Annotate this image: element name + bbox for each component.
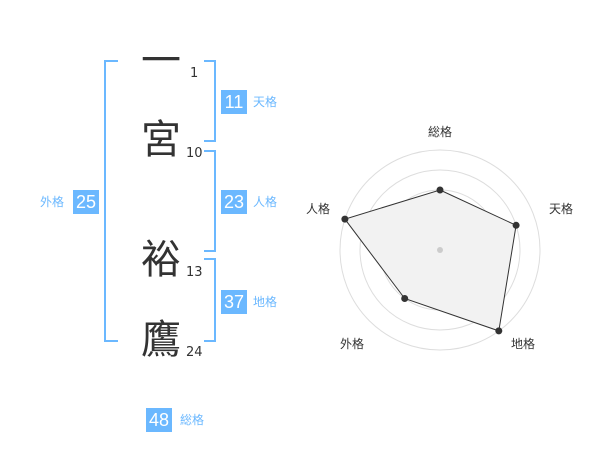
stroke-count-1: 1 <box>190 66 199 81</box>
stroke-count-2: 10 <box>186 146 203 161</box>
tenkaku-bracket <box>204 60 216 142</box>
chikaku-label: 地格 <box>253 295 278 309</box>
jinkaku-bracket <box>204 150 216 252</box>
radar-point-2 <box>512 221 520 229</box>
chikaku-bracket <box>204 258 216 342</box>
radar-point-1 <box>436 186 444 194</box>
radar-point-4 <box>401 295 409 302</box>
radar-center <box>437 247 443 253</box>
stroke-count-3: 13 <box>186 265 203 280</box>
chikaku-value: 37 <box>221 290 247 314</box>
gaikaku-label: 外格 <box>40 195 65 209</box>
radar-label-chikaku: 地格 <box>511 337 536 351</box>
radar-polygon <box>344 189 517 332</box>
name-char-1: 一 <box>141 38 181 84</box>
gaikaku-value: 25 <box>73 190 99 214</box>
soukaku-value: 48 <box>146 408 172 432</box>
jinkaku-value: 23 <box>221 190 247 214</box>
soukaku-label: 総格 <box>180 413 205 427</box>
radar-label-jinkaku: 人格 <box>306 202 331 216</box>
radar-label-gaikaku: 外格 <box>340 337 365 351</box>
name-char-4: 鷹 <box>141 317 181 363</box>
tenkaku-value: 11 <box>221 90 247 114</box>
radar-label-tenkaku: 天格 <box>549 202 574 216</box>
radar-point-3 <box>495 327 503 335</box>
stroke-count-4: 24 <box>186 345 203 360</box>
radar-ring <box>339 149 541 351</box>
name-char-2: 宮 <box>141 117 181 163</box>
radar-label-soukaku: 総格 <box>428 125 453 139</box>
radar-point-5 <box>341 215 349 223</box>
radar-ring <box>359 169 521 331</box>
jinkaku-label: 人格 <box>253 195 278 209</box>
tenkaku-label: 天格 <box>253 95 278 109</box>
name-char-3: 裕 <box>141 237 181 283</box>
gaikaku-bracket <box>104 60 118 342</box>
